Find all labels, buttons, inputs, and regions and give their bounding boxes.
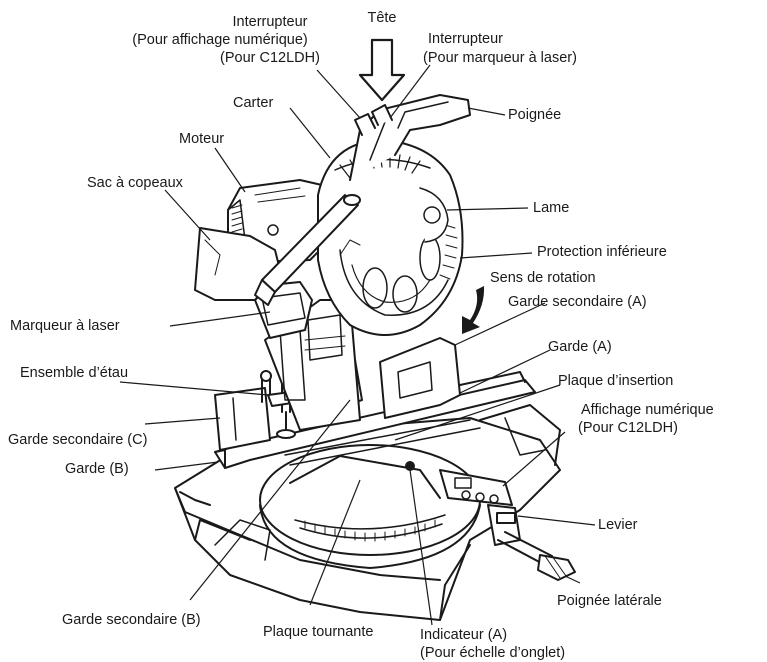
label-garde-secondaire-a: Garde secondaire (A) — [508, 294, 647, 310]
label-interrupteur-laser-usage: (Pour marqueur à laser) — [423, 50, 577, 66]
label-tete: Tête — [367, 10, 397, 26]
label-interrupteur-numerique: Interrupteur — [232, 14, 308, 30]
label-garde-secondaire-b: Garde secondaire (B) — [62, 612, 201, 628]
rotation-arrow — [462, 286, 485, 334]
label-protection-inferieure: Protection inférieure — [537, 244, 667, 260]
label-sens-rotation: Sens de rotation — [490, 270, 596, 286]
label-moteur: Moteur — [179, 131, 225, 147]
label-marqueur-laser: Marqueur à laser — [10, 318, 120, 334]
label-indicateur-a: Indicateur (A) — [420, 627, 508, 643]
label-interrupteur-laser: Interrupteur — [428, 31, 503, 47]
label-poignee-laterale: Poignée latérale — [557, 593, 662, 609]
label-indicateur-a-usage: (Pour échelle d’onglet) — [420, 645, 566, 661]
label-affichage-numerique: Affichage numérique — [581, 402, 714, 418]
head-arrow — [358, 38, 406, 102]
label-sac-copeaux: Sac à copeaux — [87, 175, 183, 191]
label-garde-b: Garde (B) — [65, 461, 129, 477]
label-lame: Lame — [533, 200, 570, 216]
label-plaque-insertion: Plaque d’insertion — [558, 373, 674, 389]
label-garde-secondaire-c: Garde secondaire (C) — [8, 432, 148, 448]
label-carter: Carter — [233, 95, 274, 111]
turntable — [259, 444, 481, 569]
blade-housing — [317, 139, 464, 336]
label-ensemble-etau: Ensemble d’étau — [20, 365, 129, 381]
label-interrupteur-numerique-usage: (Pour affichage numérique) — [132, 32, 308, 48]
operating-handle — [254, 94, 471, 306]
side-handle — [497, 531, 576, 581]
label-interrupteur-numerique-model: (Pour C12LDH) — [220, 50, 320, 66]
label-affichage-numerique-model: (Pour C12LDH) — [578, 420, 678, 436]
label-plaque-tournante: Plaque tournante — [263, 624, 374, 640]
label-levier: Levier — [598, 517, 638, 533]
label-garde-a: Garde (A) — [548, 339, 612, 355]
label-poignee: Poignée — [508, 107, 562, 123]
leader-lines — [119, 64, 596, 626]
